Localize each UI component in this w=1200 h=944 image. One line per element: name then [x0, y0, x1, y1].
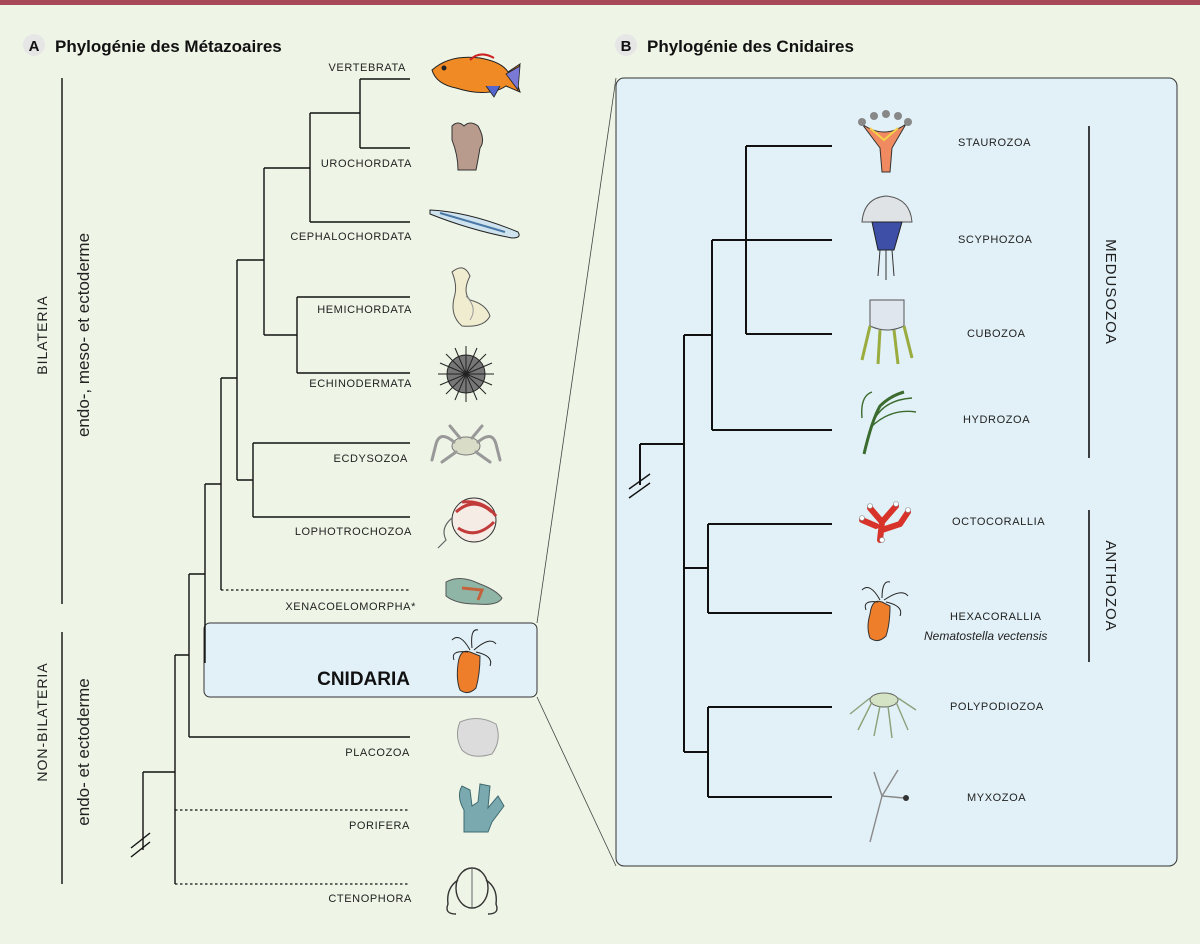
red-coral-icon [859, 501, 911, 543]
taxon-ctenophora: CTENOPHORA [328, 893, 412, 905]
cnidaria-highlight-box [203, 622, 538, 698]
taxon-vertebrata: VERTEBRATA [328, 62, 406, 74]
root-break-a [130, 832, 151, 858]
panel-a-title: Phylogénie des Métazoaires [55, 37, 282, 56]
stalked-jellyfish-icon [858, 110, 912, 173]
sponge-icon [458, 783, 505, 833]
panel-b-title: Phylogénie des Cnidaires [647, 37, 854, 56]
taxon-cubozoa: CUBOZOA [967, 328, 1026, 340]
comb-jelly-icon [446, 867, 498, 915]
panel-a-badge [23, 34, 45, 56]
root-break-b [628, 473, 651, 499]
taxon-placozoa: PLACOZOA [345, 747, 410, 759]
fish-icon [431, 53, 521, 98]
taxon-hexacorallia: HEXACORALLIA [950, 611, 1042, 623]
hydroid-icon [861, 390, 917, 455]
taxon-scyphozoa: SCYPHOZOA [958, 234, 1033, 246]
lancelet-icon [429, 209, 520, 239]
box-jellyfish-icon [860, 299, 914, 365]
panel-b-letter: B [621, 38, 632, 55]
nautilus-icon [437, 497, 498, 549]
taxon-hydrozoa: HYDROZOA [963, 414, 1030, 426]
jellyfish-icon [861, 195, 913, 280]
cnidaria-panel-box [615, 77, 1178, 867]
taxon-octocorallia: OCTOCORALLIA [952, 516, 1045, 528]
polypodium-icon [849, 692, 917, 739]
anthozoa-label: ANTHOZOA [1102, 540, 1119, 631]
zoom-line-top [536, 77, 617, 624]
cnidaria-tree [639, 145, 832, 798]
acorn-worm-icon [451, 267, 491, 327]
species-note: Nematostella vectensis [924, 629, 1047, 643]
taxon-cnidaria: CNIDARIA [317, 669, 410, 690]
sea-anemone-icon [451, 629, 497, 694]
medusozoa-label: MEDUSOZOA [1102, 239, 1119, 345]
taxon-hemichordata: HEMICHORDATA [317, 304, 412, 316]
bilateria-label: BILATERIA [34, 295, 50, 375]
bilateria-sublabel: endo-, meso- et ectoderme [74, 233, 93, 437]
zoom-line-bottom [536, 696, 617, 867]
taxon-staurozoa: STAUROZOA [958, 137, 1031, 149]
placozoan-icon [456, 718, 499, 757]
taxon-lophotrochozoa: LOPHOTROCHOZOA [295, 526, 412, 538]
panel-a-letter: A [29, 38, 40, 55]
metazoa-tree [142, 78, 410, 884]
taxon-urochordata: UROCHORDATA [321, 158, 412, 170]
crab-icon [430, 424, 502, 464]
taxon-xenacoelomorpha: XENACOELOMORPHA* [285, 601, 416, 613]
top-accent-bar [0, 0, 1200, 5]
metazoa-dashed-branches [175, 589, 410, 885]
taxon-porifera: PORIFERA [349, 820, 410, 832]
sea-anemone-icon [861, 581, 909, 642]
taxon-echinodermata: ECHINODERMATA [309, 378, 412, 390]
sea-squirt-icon [451, 122, 484, 171]
taxon-cephalochordata: CEPHALOCHORDATA [290, 231, 412, 243]
taxon-ecdysozoa: ECDYSOZOA [334, 453, 409, 465]
non-bilateria-label: NON-BILATERIA [34, 662, 50, 781]
taxon-polypodiozoa: POLYPODIOZOA [950, 701, 1044, 713]
sea-urchin-icon [438, 346, 494, 402]
panel-b-badge [615, 34, 637, 56]
acoel-worm-icon [445, 578, 503, 605]
myxozoan-icon [869, 769, 909, 843]
non-bilateria-sublabel: endo- et ectoderme [74, 678, 93, 825]
taxon-myxozoa: MYXOZOA [967, 792, 1026, 804]
